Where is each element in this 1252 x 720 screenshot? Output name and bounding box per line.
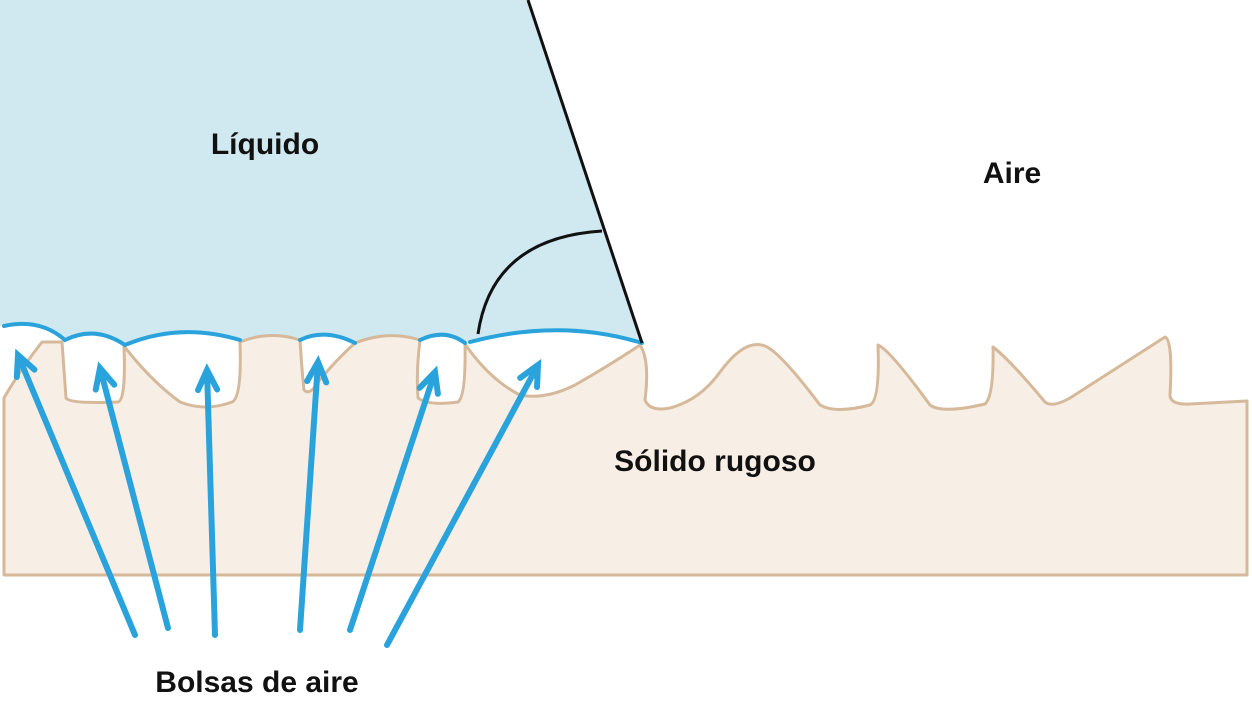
liquid-air-boundary [526,0,644,344]
liquid-label: Líquido [210,128,320,161]
air-pockets-label: Bolsas de aire [155,666,359,699]
air-pocket-arrow-3 [195,363,221,638]
air-pocket-arrows [13,348,542,648]
air-pocket-arrow-1 [13,348,138,638]
liquid-interface-lines [2,321,644,348]
liquid-region [0,0,642,345]
air-pocket-arrow-6 [384,358,542,648]
air-pocket-arrow-5 [347,365,441,633]
air-label: Aire [982,157,1042,190]
contact-angle-arc [476,229,603,335]
air-pocket-arrow-4 [297,355,330,633]
air-pocket-arrow-2 [92,361,171,631]
rough-solid-label: Sólido rugoso [614,445,816,478]
